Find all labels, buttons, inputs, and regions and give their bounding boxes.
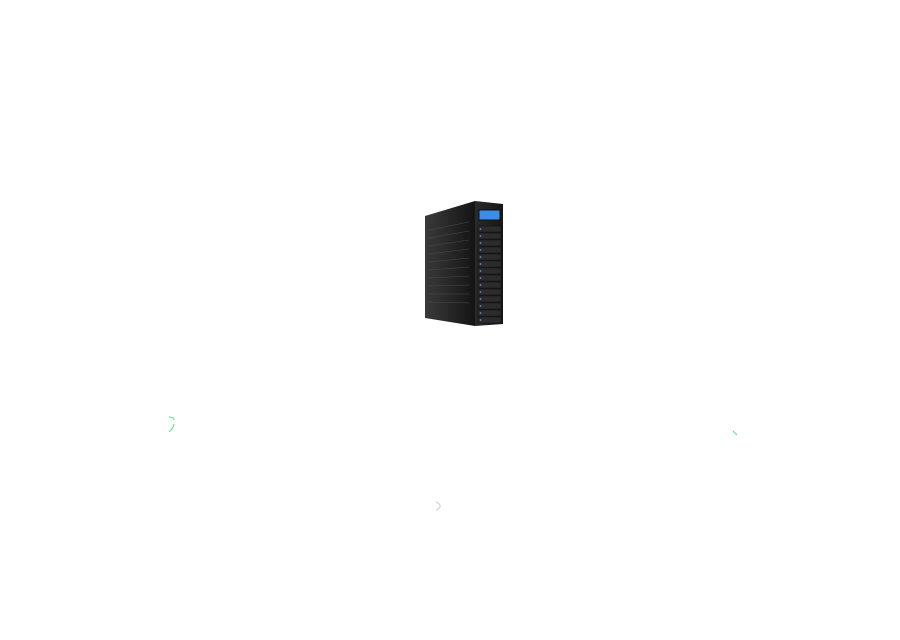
server-display [478, 209, 501, 221]
drive-led [479, 235, 482, 237]
drive-led [479, 249, 482, 251]
drive-bay [477, 295, 502, 303]
drive-bay [477, 239, 502, 247]
drive-bay [477, 274, 502, 282]
drive-bay [477, 225, 502, 233]
drive-bay [477, 246, 502, 254]
drive-bay [477, 288, 502, 296]
drive-led [479, 284, 482, 286]
drive-led [479, 270, 482, 272]
loading-spinner-icon [168, 416, 175, 433]
loading-spinner-icon [732, 430, 738, 436]
drive-bay [477, 309, 502, 317]
drive-led [479, 291, 482, 293]
drive-led [479, 305, 482, 307]
drive-led [479, 263, 482, 265]
drive-led [479, 228, 482, 230]
drive-led [479, 242, 482, 244]
drive-bay [477, 281, 502, 289]
loading-spinner-icon [435, 501, 441, 511]
drive-bay [477, 253, 502, 261]
drive-led [479, 277, 482, 279]
drive-bay [477, 316, 502, 324]
server-tower-icon [425, 201, 503, 326]
drive-led [479, 319, 482, 321]
drive-bay [477, 267, 502, 275]
drive-bay [477, 232, 502, 240]
drive-led [479, 256, 482, 258]
drive-led [479, 298, 482, 300]
drive-bay [477, 260, 502, 268]
drive-led [479, 312, 482, 314]
drive-bay [477, 302, 502, 310]
